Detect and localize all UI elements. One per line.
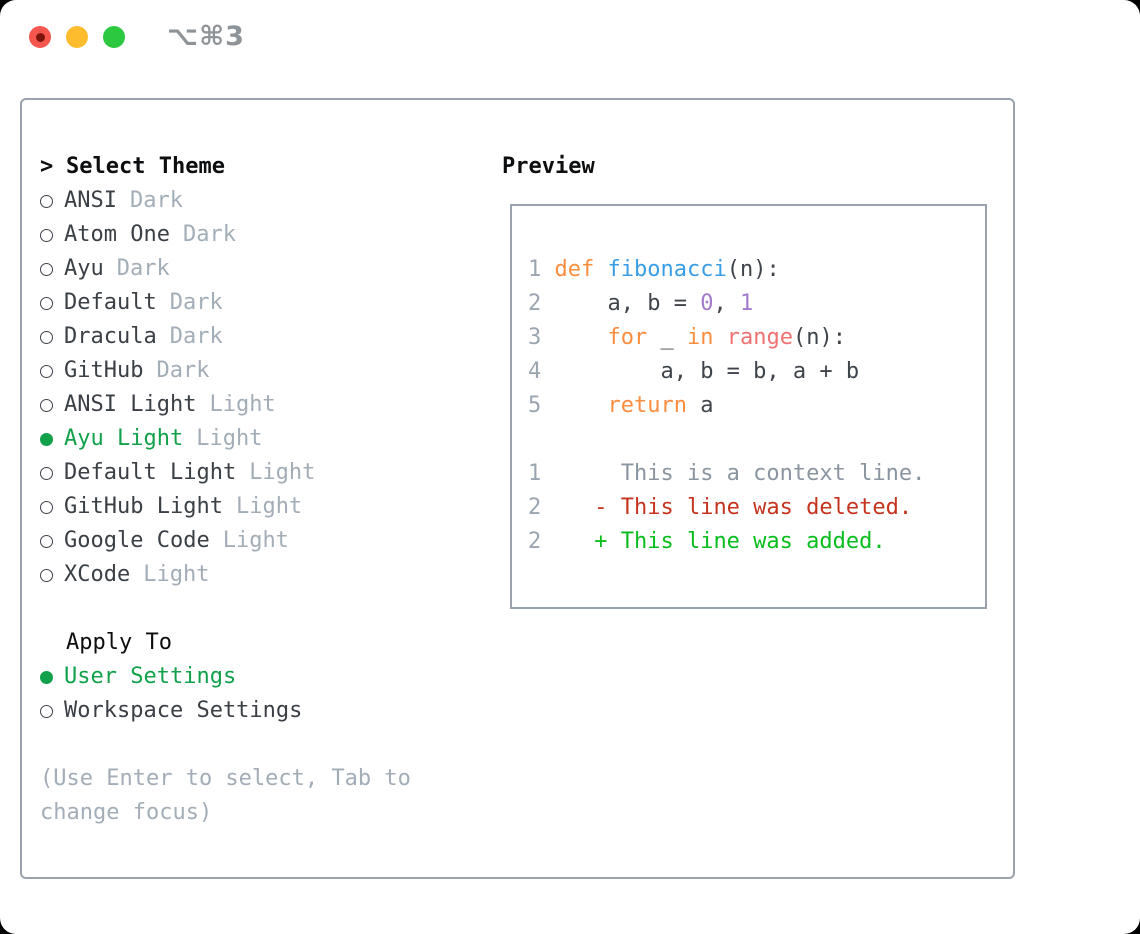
theme-option-name: Default — [64, 290, 157, 315]
radio-icon — [40, 228, 53, 242]
theme-variant-badge: Dark — [169, 290, 223, 315]
prompt-caret-icon: > — [40, 154, 54, 179]
preview-heading: Preview — [502, 154, 595, 179]
theme-option-name: Default Light — [64, 460, 237, 485]
code-line: 2 a, b = 0, 1 — [528, 291, 754, 316]
zoom-button[interactable] — [103, 26, 125, 48]
theme-variant-badge: Light — [222, 528, 289, 553]
theme-option[interactable]: Google Code Light — [40, 524, 460, 558]
radio-icon — [40, 398, 53, 412]
radio-selected-icon — [40, 670, 53, 684]
radio-icon — [40, 568, 53, 582]
apply-to-option-label: Workspace Settings — [64, 698, 303, 723]
keyboard-shortcut-label: ⌥⌘3 — [167, 21, 245, 52]
theme-option[interactable]: Ayu Light Light — [40, 422, 460, 456]
close-button[interactable] — [29, 26, 51, 48]
theme-option-name: GitHub — [64, 358, 144, 383]
theme-option[interactable]: ANSI Dark — [40, 184, 460, 218]
theme-option[interactable]: Ayu Dark — [40, 252, 460, 286]
theme-option-name: XCode — [64, 562, 131, 587]
select-theme-title: Select Theme — [66, 154, 225, 179]
theme-variant-badge: Light — [249, 460, 316, 485]
theme-option-name: Google Code — [64, 528, 210, 553]
theme-variant-badge: Light — [235, 494, 303, 519]
theme-option-name: ANSI Light — [64, 392, 197, 417]
theme-variant-badge: Dark — [129, 188, 183, 213]
theme-option[interactable]: Default Light Light — [40, 456, 460, 490]
apply-to-option[interactable]: User Settings — [40, 660, 460, 694]
code-line: 3 for _ in range(n): — [528, 325, 846, 350]
theme-option-name: GitHub Light — [64, 494, 223, 519]
diff-line: 2 + This line was added. — [528, 529, 886, 554]
theme-variant-badge: Dark — [169, 324, 223, 349]
theme-option-name: Atom One — [64, 222, 170, 247]
theme-variant-badge: Light — [196, 426, 263, 451]
theme-option[interactable]: ANSI Light Light — [40, 388, 460, 422]
theme-variant-badge: Dark — [116, 256, 170, 281]
apply-to-heading: Apply To — [66, 630, 172, 655]
diff-line: 1 This is a context line. — [528, 461, 926, 486]
radio-icon — [40, 194, 53, 208]
code-line: 5 return a — [528, 393, 714, 418]
code-line: 1 def fibonacci(n): — [528, 257, 780, 282]
minimize-button[interactable] — [66, 26, 88, 48]
code-area: 1 def fibonacci(n): 2 a, b = 0, 1 3 for _ … — [528, 253, 985, 559]
blank-line — [528, 423, 985, 457]
radio-icon — [40, 704, 53, 718]
theme-option[interactable]: GitHub Light Light — [40, 490, 460, 524]
code-line: 4 a, b = b, a + b — [528, 359, 860, 384]
radio-icon — [40, 466, 53, 480]
theme-option-name: ANSI — [64, 188, 117, 213]
theme-option[interactable]: Atom One Dark — [40, 218, 460, 252]
theme-option[interactable]: XCode Light — [40, 558, 460, 592]
theme-option-name: Ayu — [64, 256, 104, 281]
theme-variant-badge: Light — [143, 562, 210, 587]
select-theme-heading: > Select Theme — [40, 150, 460, 184]
spacer — [40, 592, 460, 626]
radio-icon — [40, 364, 53, 378]
apply-to-option[interactable]: Workspace Settings — [40, 694, 460, 728]
theme-option[interactable]: Default Dark — [40, 286, 460, 320]
theme-option[interactable]: Dracula Dark — [40, 320, 460, 354]
unsaved-dot-icon — [35, 32, 45, 42]
theme-variant-badge: Dark — [182, 222, 236, 247]
titlebar: ⌥⌘3 — [0, 0, 1140, 75]
theme-variant-badge: Dark — [156, 358, 210, 383]
radio-icon — [40, 534, 53, 548]
theme-option[interactable]: GitHub Dark — [40, 354, 460, 388]
radio-icon — [40, 296, 53, 310]
radio-icon — [40, 500, 53, 514]
apply-to-option-label: User Settings — [64, 664, 237, 689]
theme-option-name: Dracula — [64, 324, 157, 349]
preview-box: 1 def fibonacci(n): 2 a, b = 0, 1 3 for _ … — [510, 204, 987, 609]
theme-variant-badge: Light — [209, 392, 276, 417]
hint-text: (Use Enter to select, Tab to change focu… — [40, 766, 411, 825]
radio-icon — [40, 262, 53, 276]
diff-line: 2 - This line was deleted. — [528, 495, 913, 520]
radio-selected-icon — [40, 432, 53, 446]
preview-column: Preview 1 def fibonacci(n): 2 a, b = 0, 1… — [502, 150, 987, 609]
theme-option-name: Ayu Light — [64, 426, 184, 451]
radio-icon — [40, 330, 53, 344]
